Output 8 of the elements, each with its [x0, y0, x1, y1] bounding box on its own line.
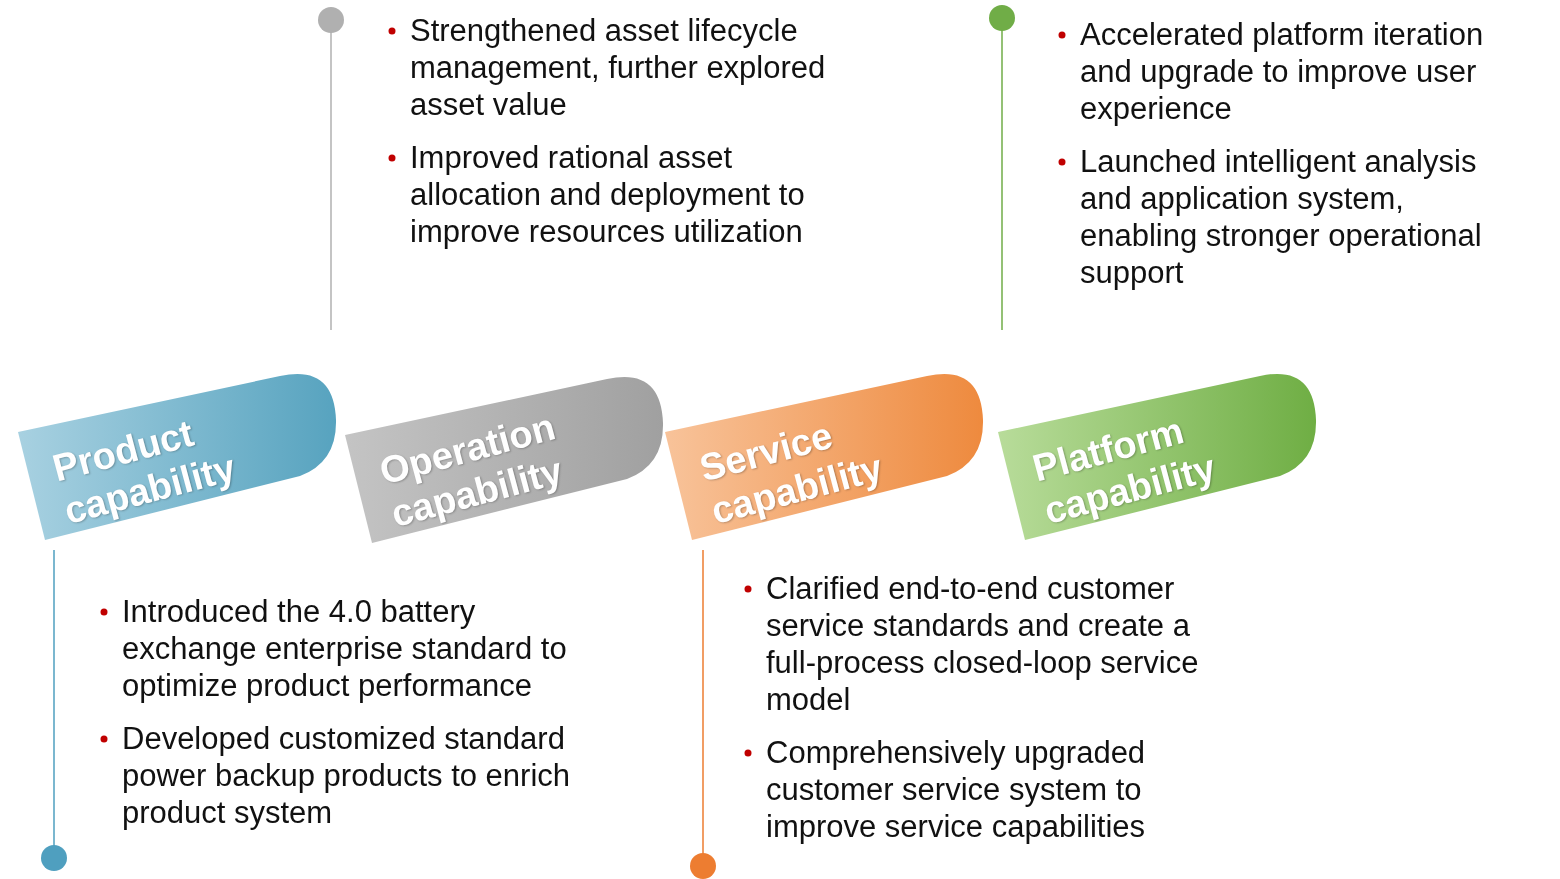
bullet-text: Launched intelligent analysis and application system, enabling stronger operational support [1080, 144, 1482, 290]
bullet-text: Clarified end-to-end customer service standards and create a full-process closed-loop service model [766, 571, 1199, 717]
bullet-text: Introduced the 4.0 battery exchange enterprise standard to optimize product performance [122, 594, 567, 703]
bullet-text: Improved rational asset allocation and deployment to improve resources utilization [410, 140, 805, 249]
bullet-text: Accelerated platform iteration and upgrade to improve user experience [1080, 17, 1484, 126]
bullet-text: Strengthened asset lifecycle management, further explored asset value [410, 13, 826, 122]
bullet-text: Comprehensively upgraded customer service system to improve service capabilities [766, 735, 1146, 844]
bullet-text: Developed customized standard power backup products to enrich product system [122, 721, 571, 830]
